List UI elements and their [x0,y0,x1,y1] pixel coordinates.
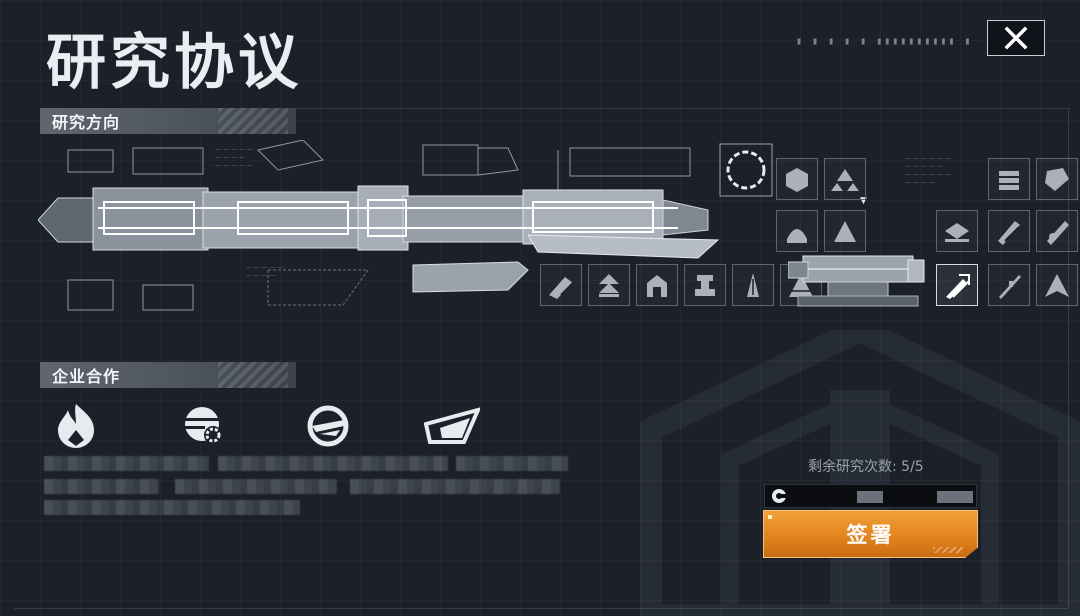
ship-blueprint [38,140,720,311]
partner-logo[interactable] [174,396,234,456]
plate-stack-icon [999,171,1019,190]
research-option[interactable] [776,210,818,252]
section-title-corporate-cooperation: 企业合作 [52,367,121,386]
redacted-description-line [218,456,448,471]
turret-preview [788,255,925,307]
research-option[interactable] [824,210,866,252]
cannon-icon [1047,221,1069,245]
selection-pointer-icon: ▼ [860,196,867,206]
research-option[interactable] [936,264,978,306]
research-option[interactable] [732,264,774,306]
redacted-description-line [44,479,159,494]
redacted-cost-value [937,491,973,503]
hex-module-icon [786,168,808,192]
layer-icon [945,223,969,242]
research-option[interactable] [1036,264,1078,306]
sign-button[interactable]: 签署 [763,510,978,558]
research-option[interactable] [636,264,678,306]
research-option[interactable] [1036,158,1078,200]
split-triangle-icon [1045,274,1069,297]
currency-icon [772,489,787,503]
research-option[interactable] [988,158,1030,200]
dome-icon [787,229,807,243]
frame-top-line [40,108,1070,109]
engine-icon [695,275,715,296]
flame-shield-icon [58,404,94,448]
header-stripes [218,362,288,388]
research-option[interactable] [776,158,818,200]
page-title: 研究协议 [46,28,302,98]
blueprint-note: — — — — — —— — — — —— — — — — —— — — — [905,155,951,186]
research-option[interactable] [988,264,1030,306]
close-icon [1004,26,1028,50]
section-title-research-direction: 研究方向 [52,113,121,132]
redacted-description-line [350,479,560,494]
redacted-description-line [175,479,337,494]
blueprint-note: — — — — —— — — —— — — — — [215,146,253,169]
redacted-description-line [44,500,300,515]
research-option[interactable] [684,264,726,306]
button-stripes [933,547,963,553]
ring-diagram [719,143,773,197]
partner-logo[interactable] [46,396,106,456]
hangar-icon [647,275,667,297]
triangle-cluster-icon [831,169,859,191]
speed-stripes-icon [424,407,480,444]
research-option[interactable] [1036,210,1078,252]
research-option[interactable] [936,210,978,252]
gear-globe-icon [185,407,222,444]
research-option[interactable] [988,210,1030,252]
railgun-icon [999,275,1021,299]
fragment-icon [1045,168,1069,191]
cost-bar [764,484,977,508]
chevron-stack-icon [599,274,619,297]
section-header-research-direction: 研究方向 [40,108,296,134]
close-button[interactable] [987,20,1045,56]
button-corner-dot [768,515,772,519]
missile-rack-icon [998,221,1020,245]
redacted-description-line [456,456,568,471]
redacted-description-line [44,456,209,471]
header-tick-marks: ▮ ▮ ▮ ▮ ▮ ▮▮▮▮▮▮▮▮▮▮ ▮ [796,36,973,47]
research-option[interactable] [588,264,630,306]
research-option[interactable] [540,264,582,306]
triangle-icon [834,221,856,242]
partner-logo[interactable] [298,396,358,456]
header-stripes [218,108,288,134]
section-header-corporate-cooperation: 企业合作 [40,362,296,388]
partner-logo[interactable] [422,396,482,456]
remaining-research-count: 剩余研究次数: 5/5 [808,459,924,475]
research-option[interactable] [824,158,866,200]
spire-icon [747,273,759,297]
pyramid-icon [789,274,813,297]
sign-button-label: 签署 [846,523,895,547]
missile-battery-icon [946,274,970,299]
redacted-cost-value [857,491,883,503]
blueprint-note: — — — — —— — — — [246,264,284,279]
research-icon-grid [540,154,1078,314]
frame-right-line [1068,108,1069,608]
frame-bottom-line [14,608,1069,609]
wing-emblem-icon [307,405,349,447]
twin-cannon-icon [549,277,574,299]
